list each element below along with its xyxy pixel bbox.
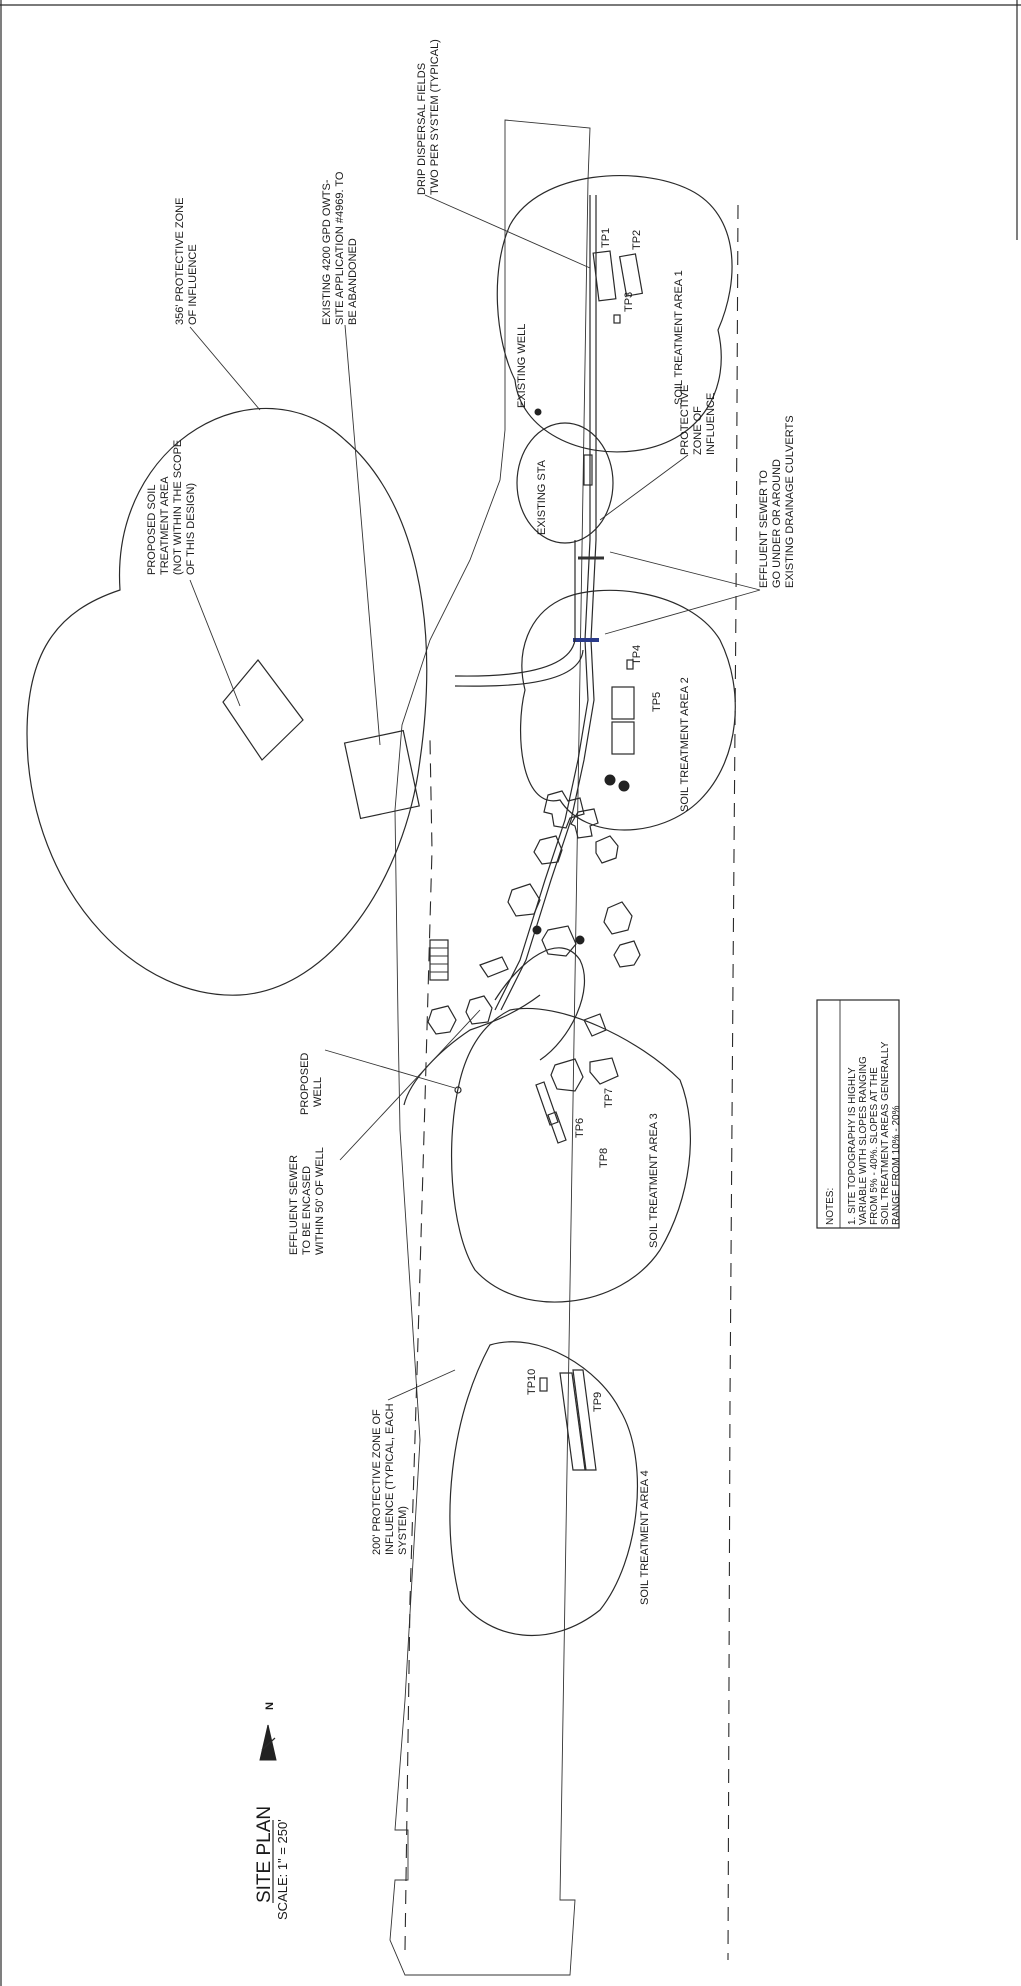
callout-well-1: PROPOSED (299, 1053, 311, 1115)
tp3-label: TP3 (623, 292, 635, 312)
tp7-label: TP7 (603, 1088, 615, 1108)
property-boundary (389, 119, 591, 1976)
tp5-label: TP5 (651, 692, 663, 712)
callout-culverts-1: EFFLUENT SEWER TO (758, 470, 770, 588)
access-road-loop (494, 947, 585, 1061)
dashed-boundary-east (727, 204, 739, 1961)
callout-encased-1: EFFLUENT SEWER (288, 1155, 300, 1255)
callout-proposed-sta-4: OF THIS DESIGN) (185, 483, 197, 575)
road-edge-south (454, 649, 584, 687)
callout-protective-3: INFLUENCE (705, 393, 717, 455)
access-road-west (403, 994, 541, 1106)
callout-proposed-sta-1: PROPOSED SOIL (146, 485, 158, 575)
tp9-label: TP9 (592, 1392, 604, 1412)
callout-200-1: 200' PROTECTIVE ZONE OF (371, 1409, 383, 1555)
drawing-scale: SCALE: 1" = 250' (275, 1819, 290, 1920)
tp1-label: TP1 (600, 228, 612, 248)
existing-owts-area (343, 729, 420, 820)
label-sta4: SOIL TREATMENT AREA 4 (639, 1470, 651, 1605)
existing-well-marker (534, 408, 542, 416)
notes-line-1: 1. SITE TOPOGRAPHY IS HIGHLY (847, 1067, 858, 1225)
callout-drip-2: TWO PER SYSTEM (TYPICAL) (429, 39, 441, 195)
tp4-marker (626, 659, 634, 670)
tp8-label: TP8 (598, 1148, 610, 1168)
sta2-field-a (611, 686, 635, 720)
notes-header: NOTES: (825, 1188, 836, 1225)
callout-owts-3: BE ABANDONED (347, 238, 359, 325)
callout-well-2: WELL (312, 1077, 324, 1107)
callout-culverts-3: EXISTING DRAINAGE CULVERTS (784, 415, 796, 588)
building-cluster (427, 774, 641, 1144)
callout-owts-1: EXISTING 4200 GPD OWTS- (321, 179, 333, 325)
sta4-zone (449, 1341, 639, 1637)
tp10-label: TP10 (526, 1369, 538, 1395)
tp3-marker (613, 314, 621, 324)
parking-stalls (429, 939, 449, 981)
label-sta2: SOIL TREATMENT AREA 2 (679, 677, 691, 812)
callout-encased-3: WITHIN 50' OF WELL (314, 1147, 326, 1255)
proposed-soil-treatment-area (222, 659, 304, 761)
label-existing-sta: EXISTING STA (536, 459, 548, 535)
road-edge-north (454, 540, 576, 677)
existing-sta-zone (516, 422, 614, 544)
callout-proposed-sta-2: TREATMENT AREA (159, 476, 171, 575)
sta1-field-b (618, 253, 644, 297)
sta2-field-b (611, 721, 635, 755)
callout-encased-2: TO BE ENCASED (301, 1166, 313, 1255)
sta3-zone (451, 1007, 692, 1303)
north-arrow: N (259, 1702, 277, 1761)
callout-proposed-sta-3: (NOT WITHIN THE SCOPE (172, 440, 184, 575)
notes-line-4: SOIL TREATMENT AREAS GENERALLY (880, 1041, 891, 1225)
effluent-sewer-main (494, 195, 591, 1011)
callout-owts-2: SITE APPLICATION #4969. TO (334, 171, 346, 325)
notes-line-2: VARIABLE WITH SLOPES RANGING (858, 1056, 869, 1225)
callout-200-2: INFLUENCE (TYPICAL, EACH (384, 1403, 396, 1555)
leader-lines (189, 194, 761, 1401)
sta4-field-b (572, 1369, 597, 1471)
callout-protective-2: ZONE OF (692, 406, 704, 455)
sta4-field-a (559, 1372, 586, 1471)
tp6-label: TP6 (574, 1118, 586, 1138)
callout-356-1: 356' PROTECTIVE ZONE (174, 198, 186, 325)
callout-356-2: OF INFLUENCE (187, 244, 199, 325)
callout-drip-1: DRIP DISPERSAL FIELDS (416, 63, 428, 195)
tp4-label: TP4 (631, 645, 643, 665)
tp2-label: TP2 (631, 230, 643, 250)
label-existing-well: EXISTING WELL (516, 324, 528, 408)
callout-protective-1: PROTECTIVE (679, 385, 691, 455)
callout-culverts-2: GO UNDER OR AROUND (771, 459, 783, 588)
label-sta1: SOIL TREATMENT AREA 1 (673, 270, 685, 405)
notes-line-3: FROM 5% - 40%. SLOPES AT THE (869, 1067, 880, 1225)
sta1-zone (496, 175, 733, 453)
notes-box (816, 999, 900, 1229)
tp10-marker (539, 1377, 548, 1392)
protective-zone-356 (26, 407, 428, 996)
north-label: N (264, 1702, 276, 1710)
dashed-boundary-west (404, 739, 433, 1951)
label-sta3: SOIL TREATMENT AREA 3 (648, 1113, 660, 1248)
proposed-well-marker (454, 1086, 462, 1094)
notes-line-5: RANGE FROM 10% - 20% (891, 1105, 902, 1225)
existing-sta-bed (583, 454, 593, 486)
sta2-zone (520, 589, 736, 831)
effluent-sewer-parallel (500, 195, 597, 1011)
drawing-title: SITE PLAN (254, 1806, 275, 1903)
callout-200-3: SYSTEM) (397, 1506, 409, 1555)
